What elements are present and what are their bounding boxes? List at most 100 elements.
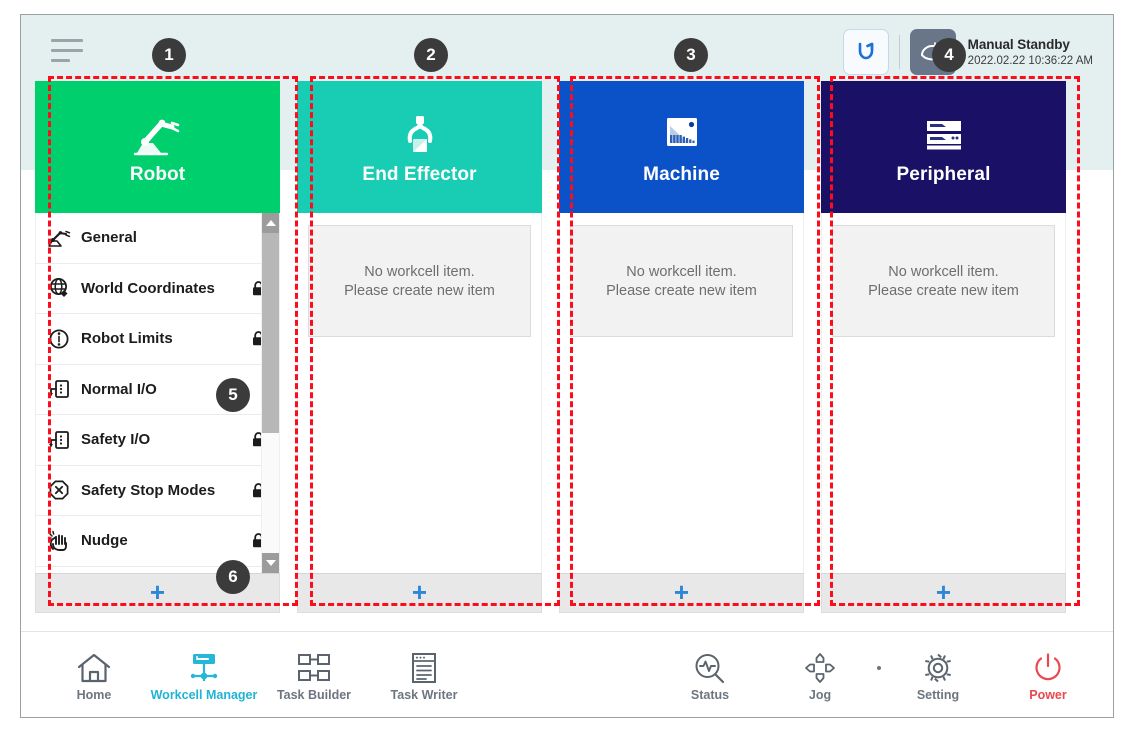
hamburger-line <box>51 39 83 42</box>
nav-item-power[interactable]: Power <box>993 648 1103 702</box>
list-item-safety-stop-modes[interactable]: Safety Stop Modes <box>36 465 279 516</box>
gripper-icon <box>397 108 443 162</box>
io-port-glyph <box>49 430 69 449</box>
plus-icon: + <box>411 576 428 607</box>
io-port-icon <box>44 378 74 400</box>
mode-label: Manual Standby <box>967 36 1070 52</box>
limits-circle-icon <box>44 328 74 350</box>
workcell-card-columns: Robot <box>35 81 1099 613</box>
card-body-peripheral: No workcell item. Please create new item <box>821 213 1066 573</box>
hamburger-line <box>51 49 83 52</box>
hamburger-menu-icon[interactable] <box>51 39 85 65</box>
scroll-up-icon[interactable] <box>262 213 279 233</box>
home-glyph <box>77 653 111 682</box>
add-end-effector-item-button[interactable]: + <box>297 573 542 613</box>
status-text: Manual Standby 2022.02.22 10:36:22 AM <box>968 36 1093 69</box>
nav-item-task-writer[interactable]: Task Writer <box>369 648 479 702</box>
robot-arm-glyph <box>133 119 179 156</box>
nav-label: Task Builder <box>276 687 352 702</box>
device-frame: Manual Standby 2022.02.22 10:36:22 AM <box>20 14 1114 718</box>
nav-item-task-builder[interactable]: Task Builder <box>259 648 369 702</box>
nav-item-jog[interactable]: Jog <box>765 648 875 702</box>
nudge-hand-icon <box>44 530 74 552</box>
card-header-machine[interactable]: Machine <box>559 81 804 213</box>
nav-item-workcell-manager[interactable]: Workcell Manager <box>149 648 259 702</box>
scroll-down-icon[interactable] <box>262 553 279 573</box>
add-peripheral-item-button[interactable]: + <box>821 573 1066 613</box>
scrollbar-thumb[interactable] <box>262 233 279 433</box>
empty-line-2: Please create new item <box>868 282 1019 299</box>
io-port-glyph <box>49 380 69 399</box>
card-title-machine: Machine <box>643 164 720 185</box>
list-item-label: Safety I/O <box>81 431 151 449</box>
card-body-machine: No workcell item. Please create new item <box>559 213 804 573</box>
home-icon <box>77 648 111 684</box>
empty-line-1: No workcell item. <box>364 263 475 280</box>
card-title-robot: Robot <box>129 164 186 185</box>
card-header-robot[interactable]: Robot <box>35 81 280 213</box>
task-builder-glyph <box>298 653 330 681</box>
empty-state-machine: No workcell item. Please create new item <box>570 225 793 337</box>
card-header-peripheral[interactable]: Peripheral <box>821 81 1066 213</box>
annotation-badge-5: 5 <box>216 378 250 412</box>
task-writer-glyph <box>412 652 436 683</box>
list-item-label: Safety Stop Modes <box>81 481 216 499</box>
nav-item-home[interactable]: Home <box>39 648 149 702</box>
card-header-end-effector[interactable]: End Effector <box>297 81 542 213</box>
list-scrollbar[interactable] <box>261 213 279 573</box>
empty-line-2: Please create new item <box>606 282 757 299</box>
card-body-end-effector: No workcell item. Please create new item <box>297 213 542 573</box>
add-machine-item-button[interactable]: + <box>559 573 804 613</box>
plus-icon: + <box>673 576 690 607</box>
annotation-badge-6: 6 <box>216 560 250 594</box>
card-title-peripheral: Peripheral <box>896 164 991 185</box>
list-item-label: Robot Limits <box>81 330 173 348</box>
list-item-label: General <box>81 229 137 247</box>
nav-label: Power <box>1029 687 1067 702</box>
plus-icon: + <box>149 576 166 607</box>
io-port-icon <box>44 429 74 451</box>
robot-settings-list: General <box>36 213 279 573</box>
separator-dot-icon <box>877 665 881 670</box>
status-scope-glyph <box>695 653 725 683</box>
globe-coordinates-icon <box>44 277 74 299</box>
list-item-general[interactable]: General <box>36 213 279 264</box>
annotation-badge-2: 2 <box>414 38 448 72</box>
robot-arm-glyph <box>47 230 70 247</box>
gear-icon <box>921 648 955 684</box>
nav-item-setting[interactable]: Setting <box>883 648 993 702</box>
nav-label: Workcell Manager <box>150 687 258 702</box>
limits-circle-glyph <box>49 329 69 349</box>
list-item-robot-limits[interactable]: Robot Limits <box>36 314 279 365</box>
machine-glyph <box>666 118 697 146</box>
workcell-card-peripheral: Peripheral No workcell item. Please crea… <box>821 81 1066 613</box>
list-item-nudge[interactable]: Nudge <box>36 516 279 567</box>
stop-octagon-icon <box>44 479 74 501</box>
task-writer-icon <box>408 648 440 684</box>
empty-line-2: Please create new item <box>344 282 495 299</box>
nav-label: Status <box>690 687 730 702</box>
status-cluster: Manual Standby 2022.02.22 10:36:22 AM <box>842 29 1093 75</box>
jog-dpad-icon <box>803 648 837 684</box>
power-cycle-icon[interactable] <box>842 29 889 75</box>
annotation-badge-1: 1 <box>152 38 186 72</box>
nav-label: Task Writer <box>390 687 458 702</box>
workcell-card-machine: Machine No workcell item. Please create … <box>559 81 804 613</box>
hamburger-line <box>51 59 70 62</box>
stop-octagon-glyph <box>49 480 69 500</box>
list-item-world-coordinates[interactable]: World Coordinates <box>36 263 279 314</box>
empty-line-1: No workcell item. <box>626 263 737 280</box>
empty-state-peripheral: No workcell item. Please create new item <box>832 225 1055 337</box>
empty-line-1: No workcell item. <box>888 263 999 280</box>
bottom-navigation-bar: Home <box>21 631 1113 717</box>
workcell-manager-icon <box>185 648 223 684</box>
card-title-end-effector: End Effector <box>362 164 477 185</box>
robot-arm-icon <box>131 108 185 162</box>
annotation-badge-3: 3 <box>674 38 708 72</box>
list-item-label: Normal I/O <box>81 380 157 398</box>
gripper-glyph <box>407 116 432 152</box>
list-item-safety-io[interactable]: Safety I/O <box>36 415 279 466</box>
nav-item-status[interactable]: Status <box>655 648 765 702</box>
nav-label: Jog <box>808 687 832 702</box>
